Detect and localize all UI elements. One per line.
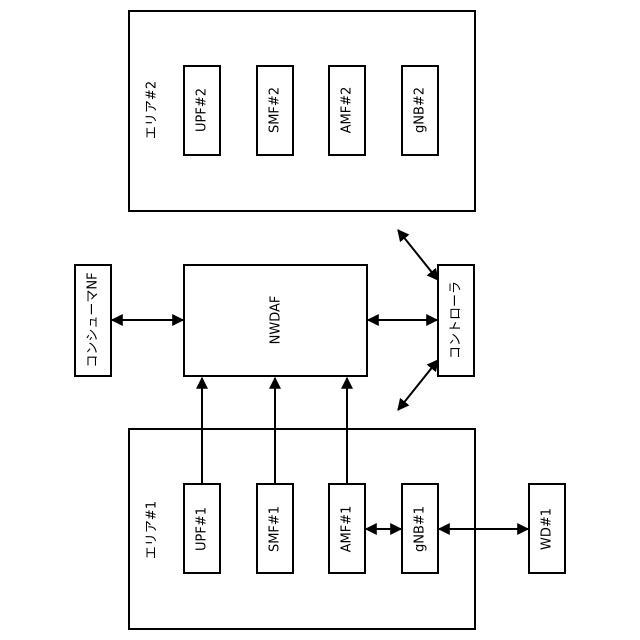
amf-2-label: AMF#2 (340, 87, 355, 134)
arrow-controller-area2 (398, 230, 438, 280)
controller-label: コントローラ (449, 281, 464, 359)
area-1-label: エリア#1 (145, 501, 160, 559)
gnb-2-label: gNB#2 (413, 87, 428, 133)
upf-1-label: UPF#1 (195, 507, 210, 551)
smf-1-label: SMF#1 (268, 506, 283, 552)
smf-2-label: SMF#2 (268, 87, 283, 133)
area-2-label: エリア#2 (145, 81, 160, 139)
upf-2-label: UPF#2 (195, 88, 210, 132)
wd-1-label: WD#1 (540, 508, 555, 550)
amf-1-label: AMF#1 (340, 506, 355, 553)
gnb-1-label: gNB#1 (413, 506, 428, 552)
arrow-controller-area1 (398, 360, 438, 410)
nwdaf-label: NWDAF (269, 296, 284, 345)
consumer-nf-label: コンシューマNF (86, 272, 101, 367)
